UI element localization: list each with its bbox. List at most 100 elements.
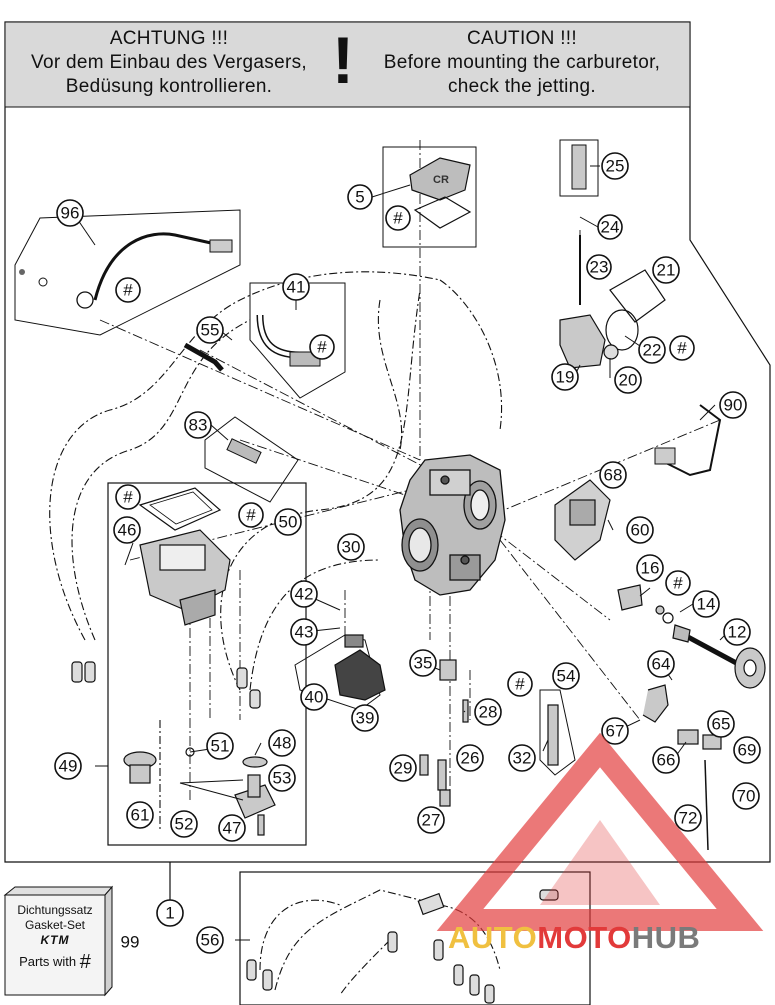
fitting-inset-box <box>249 282 346 399</box>
svg-text:26: 26 <box>461 749 480 768</box>
cover-cr-text: CR <box>433 174 449 186</box>
svg-text:53: 53 <box>273 769 292 788</box>
callout-32: 32 <box>508 744 536 772</box>
callout-66: 66 <box>652 746 680 774</box>
svg-text:35: 35 <box>414 654 433 673</box>
gasket-box-line2: Gasket-Set <box>24 918 86 932</box>
gasket-box-text: Dichtungssatz Gasket-Set KTM Parts with … <box>5 903 105 974</box>
callout-67: 67 <box>601 717 629 745</box>
callout-60: 60 <box>626 516 654 544</box>
throttle-housing <box>554 479 611 561</box>
svg-text:21: 21 <box>657 261 676 280</box>
lever-parts <box>617 584 722 851</box>
air-screw <box>183 342 224 372</box>
gasket-box-line3: Parts with # <box>5 951 105 974</box>
callout-54: 54 <box>552 662 580 690</box>
callout-68: 68 <box>599 461 627 489</box>
callout-69: 69 <box>733 736 761 764</box>
svg-text:19: 19 <box>556 368 575 387</box>
de-line1: Vor dem Einbau des Vergasers, <box>31 52 307 73</box>
svg-text:29: 29 <box>394 759 413 778</box>
callout-22: 22 <box>638 336 666 364</box>
svg-text:72: 72 <box>679 809 698 828</box>
caution-banner-bg <box>4 21 691 108</box>
svg-text:52: 52 <box>175 815 194 834</box>
parts-with-label: Parts with <box>19 954 77 969</box>
svg-text:83: 83 <box>189 416 208 435</box>
watermark-auto: AUTO <box>448 920 538 955</box>
svg-text:69: 69 <box>738 741 757 760</box>
svg-text:48: 48 <box>273 734 292 753</box>
svg-text:30: 30 <box>342 538 361 557</box>
gasket-marker: # <box>115 277 141 303</box>
callout-29: 29 <box>389 754 417 782</box>
svg-text:65: 65 <box>712 715 731 734</box>
callout-41: 41 <box>282 273 310 301</box>
nozzle-inset-box <box>204 416 299 503</box>
svg-text:51: 51 <box>211 737 230 756</box>
callout-48: 48 <box>268 729 296 757</box>
svg-text:#: # <box>515 675 525 694</box>
callout-23: 23 <box>586 254 612 280</box>
svg-text:12: 12 <box>728 623 747 642</box>
svg-text:90: 90 <box>724 396 743 415</box>
callout-28: 28 <box>474 698 502 726</box>
callout-21: 21 <box>652 256 680 284</box>
caution-en: CAUTION !!! Before mounting the carburet… <box>358 27 686 99</box>
gasket-set-box <box>4 894 106 996</box>
svg-text:14: 14 <box>697 595 716 614</box>
svg-text:47: 47 <box>223 819 242 838</box>
gasket-marker: # <box>115 484 141 510</box>
svg-text:46: 46 <box>118 521 137 540</box>
svg-text:50: 50 <box>279 513 298 532</box>
callout-20: 20 <box>614 366 642 394</box>
svg-text:22: 22 <box>643 341 662 360</box>
svg-text:25: 25 <box>606 157 625 176</box>
de-title: ACHTUNG !!! <box>109 28 229 49</box>
ktm-logo: KTM <box>40 933 70 947</box>
svg-text:16: 16 <box>641 559 660 578</box>
callout-51: 51 <box>206 732 234 760</box>
svg-text:99: 99 <box>121 933 140 952</box>
gasket-marker: # <box>507 671 533 697</box>
hash-symbol: # <box>79 951 91 974</box>
callout-19: 19 <box>551 363 579 391</box>
callout-40: 40 <box>300 683 328 711</box>
svg-text:39: 39 <box>356 709 375 728</box>
svg-text:#: # <box>123 488 133 507</box>
float-bowl-box <box>107 482 307 846</box>
svg-text:27: 27 <box>422 811 441 830</box>
callout-47: 47 <box>218 814 246 842</box>
de-line2: Bedüsung kontrollieren. <box>65 76 273 97</box>
float-bowl <box>139 529 231 626</box>
gasket-markers: # # # # # # # # <box>115 205 695 697</box>
nozzle <box>226 438 262 464</box>
svg-text:67: 67 <box>606 722 625 741</box>
callout-50: 50 <box>274 508 302 536</box>
svg-text:49: 49 <box>59 757 78 776</box>
callout-14: 14 <box>692 590 720 618</box>
svg-text:54: 54 <box>557 667 576 686</box>
svg-text:#: # <box>677 339 687 358</box>
callout-72: 72 <box>674 804 702 832</box>
svg-text:20: 20 <box>619 371 638 390</box>
jet-inset-box <box>539 689 576 776</box>
top-cover <box>409 157 472 229</box>
svg-text:24: 24 <box>601 218 620 237</box>
svg-text:64: 64 <box>652 655 671 674</box>
svg-text:55: 55 <box>201 321 220 340</box>
float-needle <box>419 659 559 807</box>
bowl-gasket <box>138 487 222 531</box>
callout-16: 16 <box>636 554 664 582</box>
exclaim-mark: ! <box>332 23 354 97</box>
callout-39: 39 <box>351 704 379 732</box>
main-frame <box>4 21 771 863</box>
callout-5: 5 <box>347 184 373 210</box>
svg-text:56: 56 <box>201 931 220 950</box>
callout-24: 24 <box>597 214 623 240</box>
callout-27: 27 <box>417 806 445 834</box>
svg-text:23: 23 <box>590 258 609 277</box>
cover-inset-box <box>382 146 477 248</box>
gasket-marker: # <box>665 570 691 596</box>
